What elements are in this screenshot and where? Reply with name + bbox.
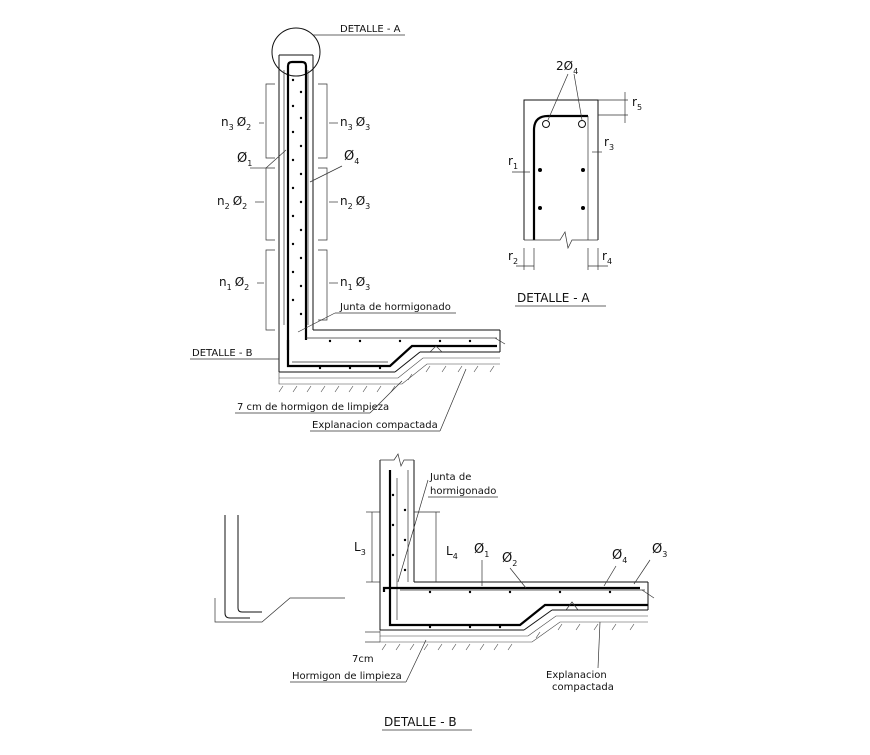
- detalle-b-title: DETALLE - B: [384, 715, 457, 729]
- detalle-a: 2Ø4 r5 r3 r1 r2 r4 DETALLE - A: [508, 59, 642, 307]
- phi1-label: Ø1: [237, 149, 287, 169]
- svg-text:Ø1: Ø1: [474, 542, 489, 559]
- detalle-b: L3 L4 Junta de hormigonado Ø1 Ø2 Ø4 Ø3: [214, 453, 667, 731]
- svg-text:Explanacion compactada: Explanacion compactada: [312, 420, 438, 431]
- svg-text:r3: r3: [604, 135, 614, 152]
- wall-dots: [291, 78, 303, 316]
- limpieza-label: 7 cm de hormigon de limpieza: [235, 380, 403, 414]
- detalle-a-callout-label: DETALLE - A: [340, 24, 401, 35]
- phi4-label: Ø4: [309, 149, 359, 183]
- svg-text:r2: r2: [508, 249, 518, 266]
- detalle-a-callout-circle: [271, 27, 321, 77]
- detalle-a-r1: r1: [508, 154, 530, 173]
- svg-text:Ø3: Ø3: [652, 542, 667, 559]
- detalle-a-r4: r4: [602, 249, 612, 266]
- detalle-b-L3: L3: [354, 540, 366, 557]
- svg-text:Junta de hormigonado: Junta de hormigonado: [339, 302, 451, 313]
- svg-text:Junta de: Junta de: [429, 472, 471, 483]
- left-braces: [265, 83, 328, 331]
- detalle-b-side-sketch: [214, 515, 345, 623]
- detalle-b-callout: DETALLE - B: [190, 348, 279, 360]
- footing-slab: [278, 329, 506, 393]
- svg-text:Explanacion: Explanacion: [546, 670, 607, 681]
- detalle-b-phi3: Ø3: [633, 542, 667, 585]
- main-section: DETALLE - A: [190, 24, 506, 432]
- detalle-a-r2: r2: [508, 249, 518, 266]
- junta-label: Junta de hormigonado: [297, 302, 456, 333]
- detalle-b-explanacion: Explanacion compactada: [546, 621, 614, 693]
- svg-text:DETALLE - B: DETALLE - B: [192, 348, 253, 359]
- detalle-b-phi1: Ø1: [474, 542, 489, 586]
- detalle-b-7cm: 7cm: [352, 654, 374, 665]
- detalle-b-slab-dots: [428, 590, 612, 629]
- svg-text:hormigonado: hormigonado: [430, 486, 496, 497]
- svg-text:Hormigon de limpieza: Hormigon de limpieza: [292, 671, 402, 682]
- detalle-a-title: DETALLE - A: [517, 291, 590, 305]
- detalle-b-junta: Junta de hormigonado: [397, 472, 498, 583]
- svg-text:Ø2: Ø2: [502, 551, 517, 568]
- svg-text:7 cm de hormigon de limpieza: 7 cm de hormigon de limpieza: [237, 402, 389, 413]
- detalle-a-r3: r3: [592, 135, 614, 153]
- detalle-a-r5: r5: [632, 95, 642, 112]
- svg-text:r4: r4: [602, 249, 612, 266]
- svg-text:Ø1: Ø1: [237, 151, 252, 168]
- detalle-b-phi4: Ø4: [603, 548, 627, 587]
- svg-text:Ø4: Ø4: [612, 548, 627, 565]
- explanacion-label: Explanacion compactada: [310, 368, 467, 432]
- detalle-a-bars-label: 2Ø4: [556, 59, 578, 76]
- svg-text:r5: r5: [632, 95, 642, 112]
- detalle-b-wall-dots: [391, 493, 407, 572]
- svg-text:compactada: compactada: [552, 682, 614, 693]
- detalle-b-limpieza: Hormigon de limpieza: [290, 639, 427, 683]
- detalle-b-phi2: Ø2: [502, 551, 527, 589]
- detalle-a-rebar: [532, 114, 588, 240]
- svg-text:Ø4: Ø4: [344, 149, 359, 166]
- wall-rebar: [286, 60, 308, 350]
- detalle-b-L4: L4: [446, 544, 458, 561]
- svg-text:r1: r1: [508, 154, 518, 171]
